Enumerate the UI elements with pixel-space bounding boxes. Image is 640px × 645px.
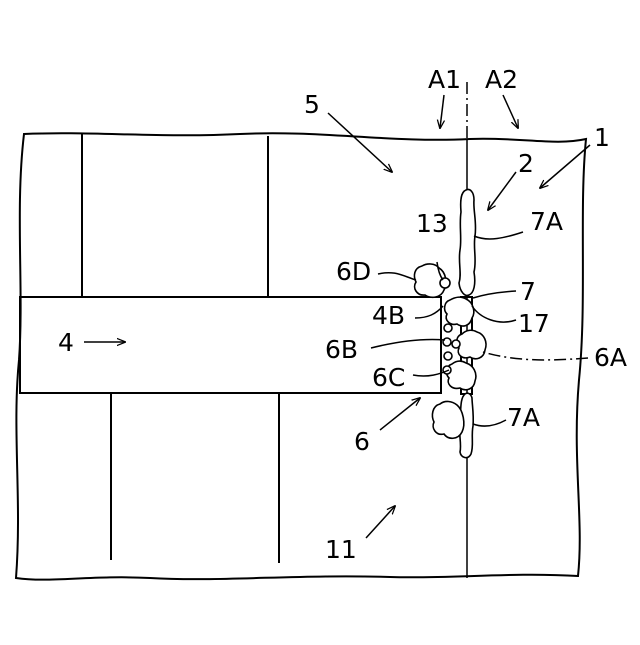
leader-1 — [540, 145, 590, 188]
label-6: 6 — [354, 427, 370, 456]
weld-bead-7a-upper — [459, 189, 476, 295]
leader-a1 — [440, 95, 444, 128]
label-7: 7 — [520, 277, 536, 306]
leader-6a — [483, 352, 588, 360]
blowhole-13 — [440, 278, 450, 288]
leader-6d — [378, 273, 416, 280]
label-6a: 6A — [594, 343, 627, 372]
leader-6b — [371, 339, 445, 348]
leader-17 — [472, 306, 516, 322]
weld-bead-6a — [457, 330, 486, 359]
label-11: 11 — [325, 535, 357, 564]
weld-bead-6b-3 — [444, 352, 452, 360]
label-6d: 6D — [336, 257, 371, 286]
weld-bead-6c — [447, 361, 476, 390]
leader-11 — [366, 506, 395, 538]
label-4b: 4B — [372, 301, 405, 330]
label-1: 1 — [594, 123, 610, 152]
leader-5 — [328, 113, 392, 172]
leader-6 — [380, 398, 420, 430]
label-17: 17 — [518, 309, 550, 338]
label-13: 13 — [416, 209, 448, 238]
label-7a-bottom: 7A — [507, 403, 540, 432]
weld-bead-6b-5 — [452, 340, 460, 348]
leader-2 — [488, 172, 516, 210]
leader-7a-top — [474, 232, 523, 239]
leader-7a-bottom — [473, 420, 506, 426]
base-plate-outline — [16, 133, 586, 579]
label-a2: A2 — [485, 65, 518, 94]
weld-bead-6-upper — [445, 297, 474, 326]
label-a1: A1 — [428, 65, 461, 94]
label-4: 4 — [58, 328, 74, 357]
leader-a2 — [503, 95, 518, 128]
weld-bead-7a-lower-left — [432, 401, 463, 438]
label-6b: 6B — [325, 335, 358, 364]
label-5: 5 — [304, 90, 320, 119]
leader-4b — [415, 306, 443, 318]
leader-7 — [473, 291, 516, 298]
label-2: 2 — [518, 149, 534, 178]
weld-bead-6b-4 — [443, 366, 451, 374]
label-6c: 6C — [372, 363, 405, 392]
weld-bead-6b-1 — [444, 324, 452, 332]
label-7a-top: 7A — [530, 207, 563, 236]
